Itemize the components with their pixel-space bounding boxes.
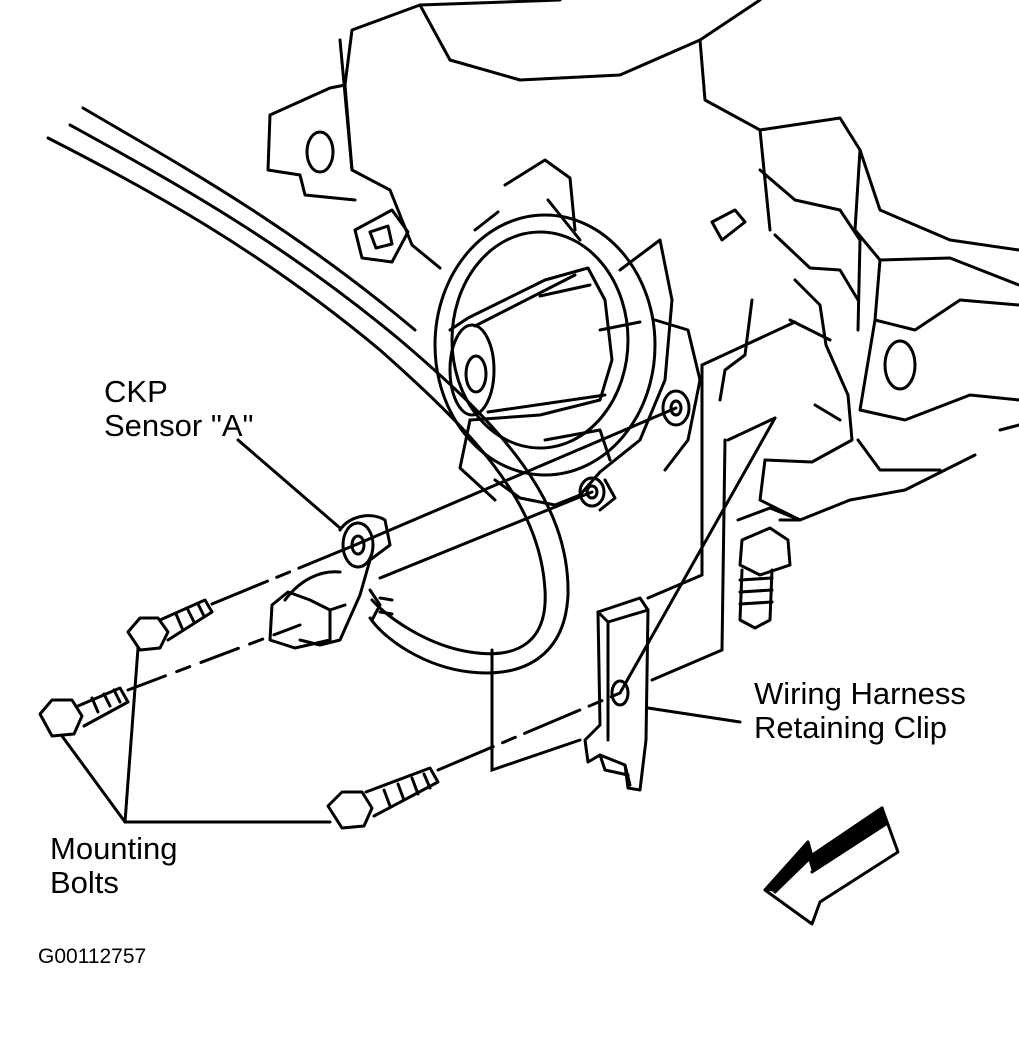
- mounting-bolt-3: [326, 766, 440, 830]
- mounting-bolt-1: [126, 598, 214, 652]
- direction-arrow-icon: [763, 806, 900, 926]
- wiring-harness-label: Wiring Harness Retaining Clip: [754, 677, 966, 745]
- ckp-sensor-label-line2: Sensor "A": [104, 408, 254, 443]
- mounting-bolt-2: [38, 686, 130, 738]
- guide-lines: [126, 320, 797, 773]
- bracket-bolt: [736, 506, 802, 630]
- wiring-harness: [46, 106, 570, 675]
- mounting-bolts-label: Mounting Bolts: [50, 832, 178, 900]
- ckp-sensor-label: CKP Sensor "A": [104, 375, 254, 443]
- callout-leaders: [60, 438, 742, 824]
- mounting-bolts-label-line1: Mounting: [50, 831, 178, 866]
- ckp-sensor-label-line1: CKP: [104, 374, 168, 409]
- crankshaft-housing: [433, 158, 702, 512]
- retaining-clip: [583, 596, 650, 792]
- mounting-bolts-label-line2: Bolts: [50, 865, 119, 900]
- wiring-harness-label-line1: Wiring Harness: [754, 676, 966, 711]
- wiring-harness-label-line2: Retaining Clip: [754, 710, 947, 745]
- figure-code: G00112757: [38, 945, 147, 968]
- ckp-sensor-a: [268, 514, 394, 650]
- engine-block: [266, 0, 1019, 522]
